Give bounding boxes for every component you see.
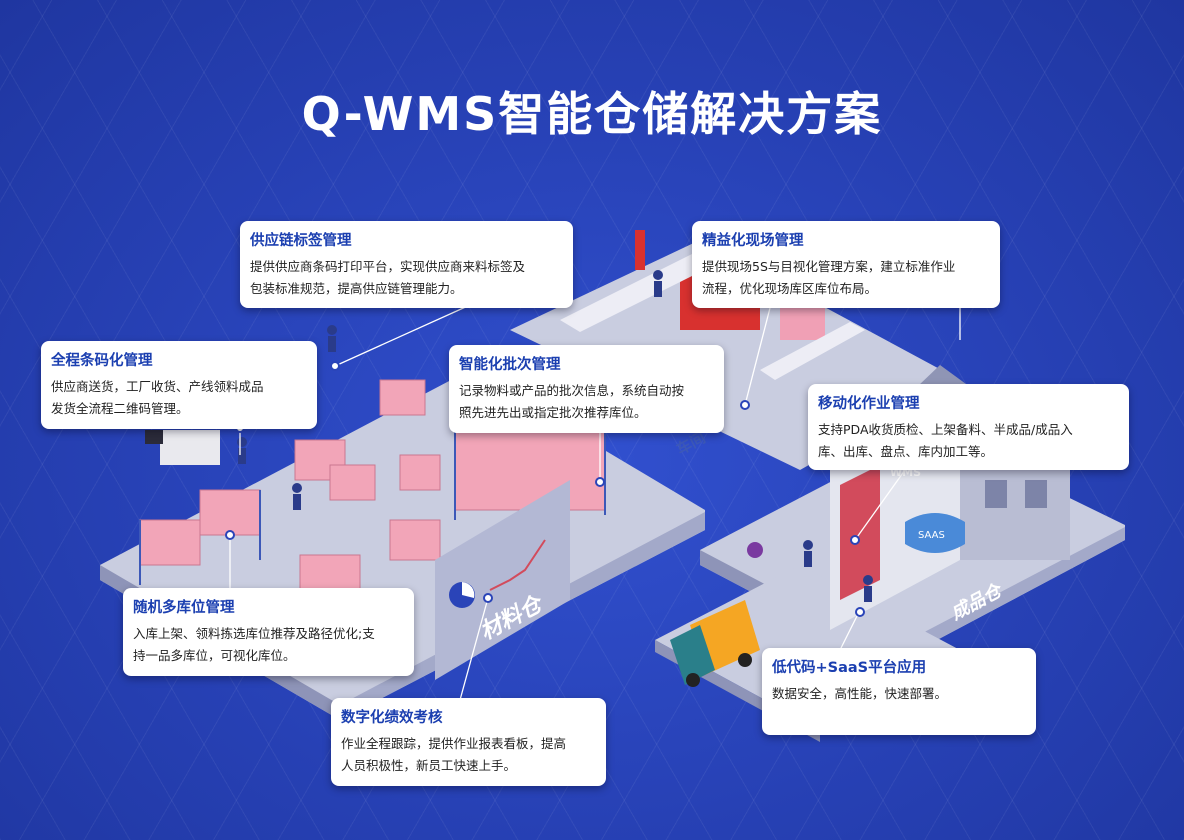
card-text-line: 库、出库、盘点、库内加工等。 [818, 444, 994, 459]
card-supply-label: 供应链标签管理 提供供应商条码打印平台，实现供应商来料标签及 包装标准规范，提高… [240, 221, 573, 308]
delivery-truck-icon [670, 600, 760, 687]
card-title: 数字化绩效考核 [341, 710, 443, 726]
card-digital-perf: 数字化绩效考核 作业全程跟踪，提供作业报表看板，提高 人员积极性，新员工快速上手… [331, 698, 606, 786]
card-text-line: 供应商送货，工厂收货、产线领料成品 [51, 379, 264, 394]
card-title: 低代码+SaaS平台应用 [772, 660, 927, 676]
racks [139, 379, 606, 591]
card-text-line: 数据安全，高性能，快速部署。 [772, 686, 948, 701]
card-text-line: 人员积极性，新员工快速上手。 [341, 758, 517, 773]
dashboard-panel [435, 480, 570, 680]
saas-sign: SAAS [918, 530, 945, 541]
card-text-line: 包装标准规范，提高供应链管理能力。 [250, 281, 463, 296]
card-text-line: 提供供应商条码打印平台，实现供应商来料标签及 [250, 259, 526, 274]
card-text-line: 发货全流程二维码管理。 [51, 401, 189, 416]
card-title: 随机多库位管理 [133, 600, 235, 616]
connector-lines [229, 304, 961, 701]
card-full-barcode: 全程条码化管理 供应商送货，工厂收货、产线领料成品 发货全流程二维码管理。 [41, 341, 317, 429]
card-text-line: 作业全程跟踪，提供作业报表看板，提高 [341, 736, 567, 751]
card-text-line: 持一品多库位，可视化库位。 [133, 648, 296, 663]
card-text-line: 支持PDA收货质检、上架备料、半成品/成品入 [818, 422, 1073, 437]
white-truck-icon [145, 430, 220, 465]
card-low-code: 低代码+SaaS平台应用 数据安全，高性能，快速部署。 [762, 648, 1036, 735]
card-text-line: 入库上架、领料拣选库位推荐及路径优化;支 [133, 626, 375, 641]
card-smart-batch: 智能化批次管理 记录物料或产品的批次信息，系统自动按 照先进先出或指定批次推荐库… [449, 345, 724, 433]
card-lean-site: 精益化现场管理 提供现场5S与目视化管理方案，建立标准作业 流程，优化现场库区库… [692, 221, 1000, 308]
card-text-line: 照先进先出或指定批次推荐库位。 [459, 405, 647, 420]
card-title: 全程条码化管理 [51, 353, 153, 369]
card-text-line: 记录物料或产品的批次信息，系统自动按 [459, 383, 685, 398]
card-random-location: 随机多库位管理 入库上架、领料拣选库位推荐及路径优化;支 持一品多库位，可视化库… [123, 588, 414, 676]
page-title: Q-WMS智能仓储解决方案 [301, 87, 883, 141]
card-text-line: 流程，优化现场库区库位布局。 [702, 281, 878, 296]
card-mobile-ops: 移动化作业管理 支持PDA收货质检、上架备料、半成品/成品入 库、出库、盘点、库… [808, 384, 1129, 470]
card-title: 精益化现场管理 [702, 233, 804, 249]
saas-cloud-icon [905, 513, 965, 553]
card-title: 智能化批次管理 [459, 357, 561, 373]
card-text-line: 提供现场5S与目视化管理方案，建立标准作业 [702, 259, 956, 274]
card-title: 移动化作业管理 [818, 396, 920, 412]
agv-robot-icon [747, 542, 763, 558]
card-title: 供应链标签管理 [250, 233, 352, 249]
workshop-label: 车间 [673, 429, 708, 459]
